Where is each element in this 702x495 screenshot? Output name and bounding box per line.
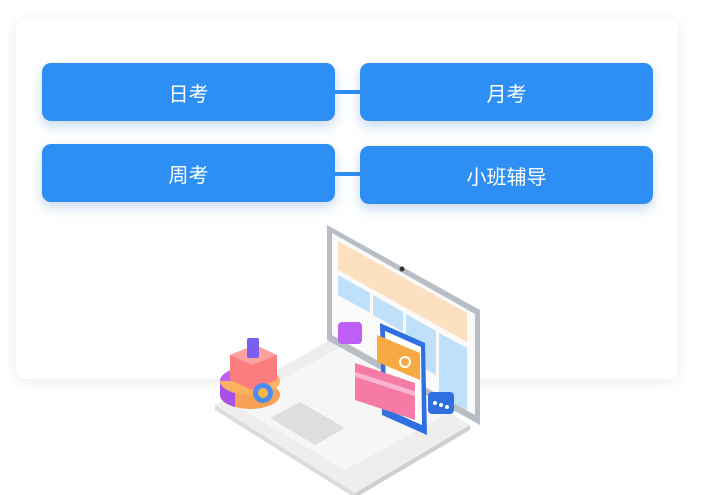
- daily-exam-label: 日考: [168, 81, 209, 106]
- trackpad: [270, 402, 345, 445]
- document-icon: [247, 338, 259, 358]
- monthly-exam-label: 月考: [486, 81, 527, 106]
- daily-exam-button[interactable]: 日考: [42, 63, 335, 121]
- menu-bubble-icon: [338, 322, 362, 344]
- tutoring-button[interactable]: 小班辅导: [360, 146, 653, 204]
- connector-line: [335, 172, 360, 176]
- laptop-illustration: [215, 225, 480, 495]
- weekly-exam-button[interactable]: 周考: [42, 144, 335, 202]
- connector-line: [335, 90, 360, 94]
- weekly-exam-label: 周考: [168, 162, 209, 187]
- monthly-exam-button[interactable]: 月考: [360, 63, 653, 121]
- keyboard: [235, 345, 455, 470]
- tutoring-label: 小班辅导: [466, 164, 547, 189]
